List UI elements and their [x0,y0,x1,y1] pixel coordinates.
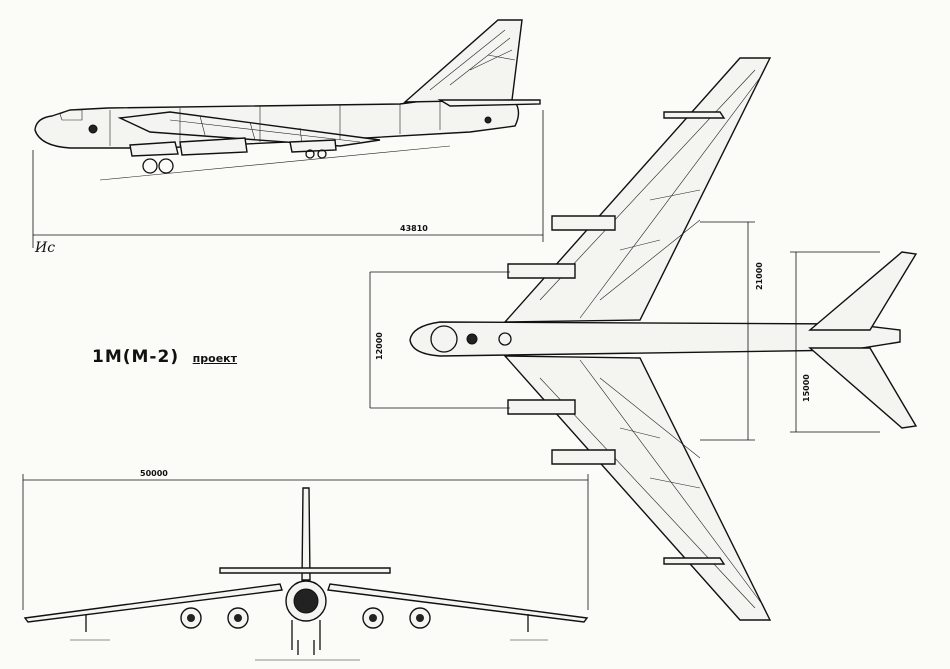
fuselage-length-label: 43810 [400,224,428,233]
wing-offset-upper-label: 21000 [755,262,764,290]
wing-offset-lower-label: 15000 [802,374,811,402]
top-view: 12000 21000 15000 [369,57,918,621]
signature-mark: Ис [35,240,56,256]
aircraft-designation: 1М(М-2) [92,347,180,367]
front-view: 50000 [22,469,589,661]
side-view: 43810 [32,19,544,248]
center-width-label: 12000 [375,332,384,360]
project-title: 1М(М-2) проект [92,347,237,367]
wingspan-label: 50000 [140,469,168,478]
project-label: проект [192,352,238,365]
